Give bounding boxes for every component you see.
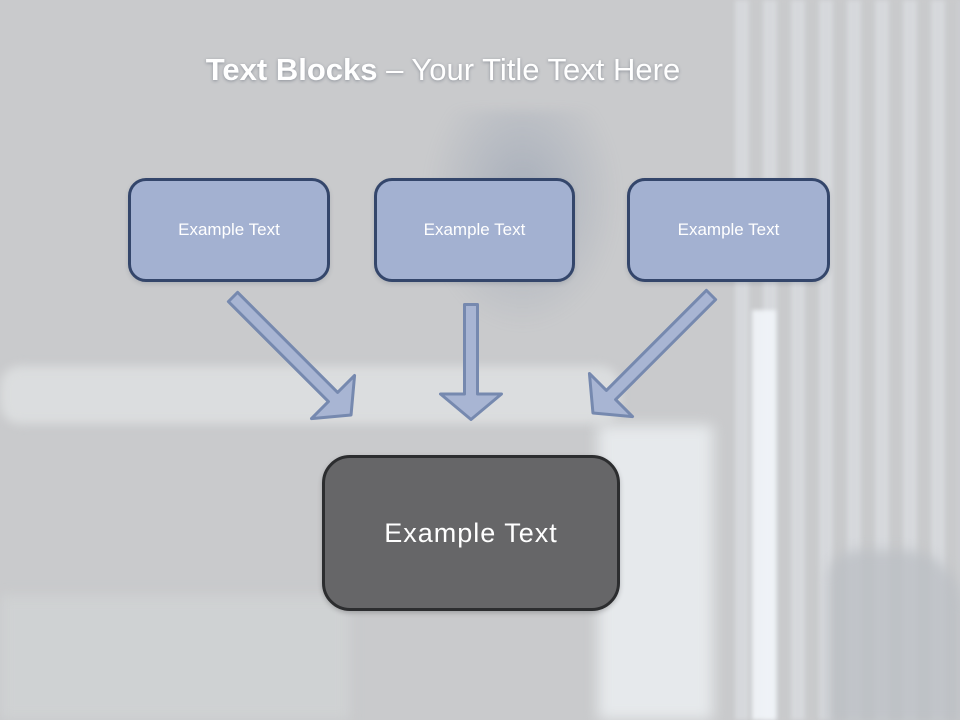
center-result-box[interactable]: Example Text xyxy=(322,455,620,611)
example-box-3-label: Example Text xyxy=(677,220,780,239)
example-box-1-label: Example Text xyxy=(178,220,280,239)
straight-arrow-down-icon xyxy=(439,303,503,421)
example-box-2[interactable]: Example Text xyxy=(374,178,575,282)
diagonal-arrow-down-left-icon xyxy=(569,271,734,436)
photo-right-silhouette xyxy=(828,550,960,720)
photo-bright-strip xyxy=(752,310,776,720)
slide-title: Text Blocks – Your Title Text Here xyxy=(0,52,886,96)
photo-bottom-left-band xyxy=(0,595,350,720)
slide-title-bold: Text Blocks xyxy=(205,52,378,87)
example-box-1[interactable]: Example Text xyxy=(128,178,330,282)
example-box-2-label: Example Text xyxy=(423,220,526,239)
example-box-3[interactable]: Example Text xyxy=(627,178,830,282)
slide-title-regular: – Your Title Text Here xyxy=(386,52,681,87)
center-result-box-label: Example Text xyxy=(384,517,558,548)
diagonal-arrow-down-right-icon xyxy=(209,273,374,438)
